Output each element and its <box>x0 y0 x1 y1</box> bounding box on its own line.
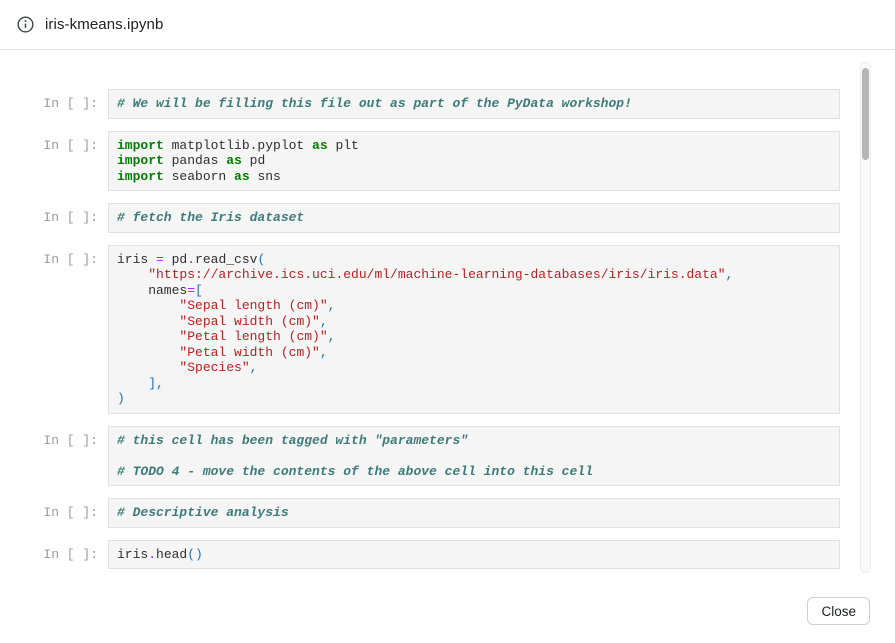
code-line: ) <box>117 391 125 406</box>
code-line: # Descriptive analysis <box>117 505 289 520</box>
code-line <box>117 448 831 464</box>
cell-prompt: In [ ]: <box>43 546 98 562</box>
info-icon <box>17 16 34 33</box>
cell-code: iris = pd.read_csv( "https://archive.ics… <box>108 244 840 414</box>
notebook-cell: In [ ]: iris = pd.read_csv( "https://arch… <box>0 244 840 414</box>
code-line: # TODO 4 - move the contents of the abov… <box>117 463 593 479</box>
cell-prompt: In [ ]: <box>43 505 98 520</box>
code-line: "https://archive.ics.uci.edu/ml/machine-… <box>148 267 734 282</box>
close-button[interactable]: Close <box>807 597 870 625</box>
scrollbar-thumb[interactable] <box>862 68 869 160</box>
cell-prompt: In [ ]: <box>43 96 98 111</box>
notebook-cell: In [ ]: # Descriptive analysis <box>0 498 840 528</box>
notebook-cell: In [ ]: # We will be filling this file ou… <box>0 89 840 119</box>
code-line: "Petal length (cm)", <box>179 329 336 344</box>
cell-code: # this cell has been tagged with "parame… <box>108 425 840 486</box>
code-line: # this cell has been tagged with "parame… <box>117 432 469 448</box>
modal-header: iris-kmeans.ipynb <box>0 0 895 50</box>
code-line: import matplotlib.pyplot as plt <box>117 137 359 153</box>
code-line: ], <box>148 375 164 391</box>
cell-code: # We will be filling this file out as pa… <box>108 89 840 119</box>
notebook-cell: In [ ]: # fetch the Iris dataset <box>0 203 840 233</box>
code-line: "Sepal width (cm)", <box>179 313 328 329</box>
cell-code: iris.head() <box>108 539 840 569</box>
cell-prompt: In [ ]: <box>43 137 98 153</box>
code-line: import seaborn as sns <box>117 168 281 184</box>
cell-code: # fetch the Iris dataset <box>108 203 840 233</box>
code-line: iris.head() <box>117 546 203 562</box>
scrollbar-track[interactable] <box>860 62 871 573</box>
code-line: # We will be filling this file out as pa… <box>117 96 632 111</box>
cell-prompt: In [ ]: <box>43 251 98 267</box>
notebook-filename: iris-kmeans.ipynb <box>45 16 164 33</box>
code-line: "Sepal length (cm)", <box>179 298 336 313</box>
code-line: iris = pd.read_csv( <box>117 251 266 267</box>
cell-prompt: In [ ]: <box>43 432 98 448</box>
code-line: # fetch the Iris dataset <box>117 210 305 225</box>
code-line: "Petal width (cm)", <box>179 344 328 360</box>
notebook-cell: In [ ]: # this cell has been tagged with … <box>0 425 840 486</box>
cell-code: # Descriptive analysis <box>108 498 840 528</box>
notebook-viewer: In [ ]: # We will be filling this file ou… <box>0 51 895 574</box>
notebook-cell: In [ ]: iris.head() <box>0 539 840 569</box>
code-line: names=[ <box>117 282 203 298</box>
cells: In [ ]: # We will be filling this file ou… <box>0 51 895 569</box>
cell-prompt: In [ ]: <box>43 210 98 225</box>
code-line: "Species", <box>179 360 258 375</box>
code-line: import pandas as pd <box>117 153 266 168</box>
